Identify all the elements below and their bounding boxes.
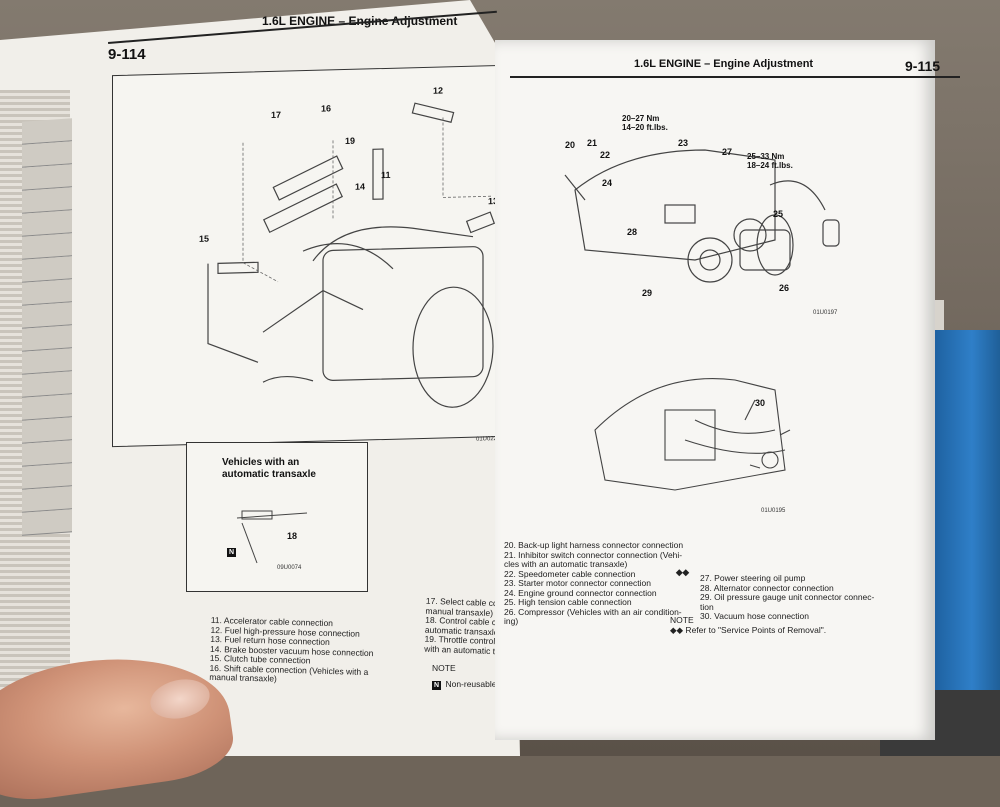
legend-item: cles with an automatic transaxle) [504, 559, 628, 569]
callout-20: 20 [565, 140, 576, 150]
callout-21: 21 [587, 138, 598, 148]
callout-19: 19 [345, 135, 356, 147]
engine-illustration-right-top [564, 149, 840, 283]
callout-12: 12 [433, 85, 444, 96]
inset-title-line2: automatic transaxle [222, 469, 316, 480]
inset-illustration [236, 510, 308, 564]
torque-spec-2: 25–33 Nm 18–24 ft.lbs. [747, 152, 793, 170]
callout-24: 24 [602, 178, 613, 188]
callout-15: 15 [199, 233, 210, 244]
right-note-label: NOTE [670, 615, 694, 625]
legend-item: 29. Oil pressure gauge unit connector co… [700, 592, 875, 602]
left-note: N Non-reusable parts [432, 674, 518, 692]
callout-11: 11 [381, 169, 391, 181]
right-page [495, 40, 935, 740]
torque-ftlbs: 14–20 ft.lbs. [622, 123, 668, 132]
callout-28: 28 [627, 227, 638, 237]
callout-18: 18 [287, 531, 298, 541]
engine-illustration-left [207, 102, 496, 408]
callout-29: 29 [642, 288, 653, 298]
callout-25: 25 [773, 209, 784, 219]
engine-illustration-right-bottom [594, 378, 791, 491]
left-legend-col2: 17. Select cable connection (Vehicles wi… [424, 597, 501, 657]
blue-binder [930, 330, 1000, 756]
callout-27: 27 [722, 147, 733, 157]
right-top-figure-code: 01U0197 [813, 310, 838, 316]
legend-item: 26. Compressor (Vehicles with an air con… [504, 606, 682, 617]
non-reusable-badge: N [227, 548, 236, 557]
right-top-figure: 20–27 Nm 14–20 ft.lbs. 25–33 Nm 18–24 ft… [545, 110, 875, 320]
callout-16: 16 [321, 103, 332, 114]
left-main-figure: 17 16 12 19 11 14 13 15 01U0220 [112, 64, 504, 448]
left-note-label: NOTE [432, 663, 456, 673]
right-header-rule [510, 76, 960, 78]
automatic-transaxle-inset: Vehicles with an automatic transaxle 18 … [186, 442, 368, 592]
right-legend-col1: 20. Back-up light harness connector conn… [504, 540, 684, 627]
callout-30: 30 [755, 398, 766, 408]
right-bottom-figure: 30 01U0195 [575, 350, 845, 520]
legend-item: 22. Speedometer cable connection [504, 568, 636, 579]
torque-nm: 20–27 Nm [622, 114, 660, 123]
torque-nm: 25–33 Nm [747, 152, 785, 161]
callout-23: 23 [678, 138, 689, 148]
legend-item: 24. Engine ground connector connection [504, 587, 657, 598]
inset-title-line1: Vehicles with an [222, 457, 300, 468]
left-page-number: 9-114 [108, 46, 146, 63]
section-tabs [22, 118, 72, 561]
callout-22: 22 [600, 150, 611, 160]
arrow-symbol: ◆◆ [676, 567, 690, 577]
note-n-badge: N [432, 681, 441, 690]
legend-item: 25. High tension cable connection [504, 597, 632, 607]
callout-26: 26 [779, 283, 790, 293]
right-bottom-figure-code: 01U0195 [761, 508, 786, 514]
legend-item: tion [700, 601, 714, 612]
legend-item: 30. Vacuum hose connection [700, 611, 809, 621]
legend-item: 20. Back-up light harness connector conn… [504, 540, 684, 550]
legend-item: 27. Power steering oil pump [700, 573, 806, 583]
legend-item: ing) [504, 616, 519, 626]
right-note-text: ◆◆ Refer to "Service Points of Removal". [670, 625, 827, 635]
inset-figure-code: 09U0074 [277, 565, 302, 571]
right-legend-col2: 27. Power steering oil pump 28. Alternat… [700, 573, 875, 622]
section-tab [22, 509, 72, 536]
left-note-text: Non-reusable parts [445, 679, 518, 689]
right-page-header: 1.6L ENGINE – Engine Adjustment [634, 58, 814, 70]
right-page-number: 9-115 [905, 58, 941, 74]
torque-ftlbs: 18–24 ft.lbs. [747, 161, 793, 170]
callout-17: 17 [271, 109, 282, 120]
legend-item: 21. Inhibitor switch connector connectio… [504, 549, 683, 560]
torque-spec-1: 20–27 Nm 14–20 ft.lbs. [622, 114, 668, 132]
legend-item: 23. Starter motor connector connection [504, 578, 651, 588]
left-legend-col1: 11. Accelerator cable connection 12. Fue… [209, 615, 374, 687]
callout-14: 14 [355, 181, 366, 192]
legend-item: 28. Alternator connector connection [700, 582, 834, 593]
